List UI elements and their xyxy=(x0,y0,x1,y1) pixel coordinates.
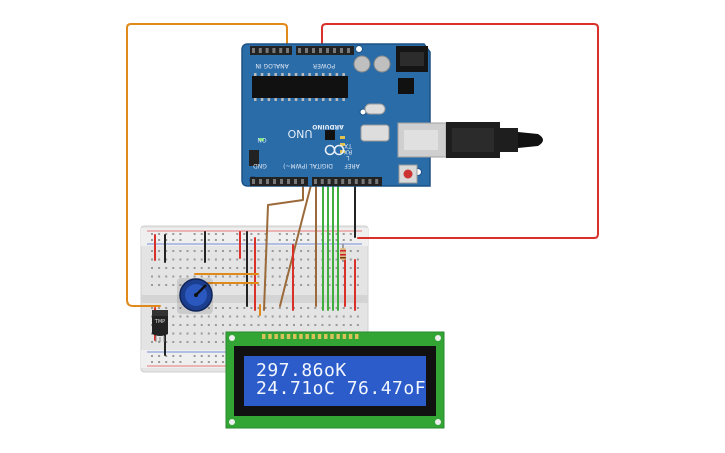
lcd-screen xyxy=(244,356,426,406)
label-rx: RX xyxy=(344,148,352,155)
label-power: POWER xyxy=(313,62,335,69)
power-header[interactable] xyxy=(296,46,354,55)
label-l: L xyxy=(346,154,350,161)
board-name: UNO xyxy=(287,127,312,140)
sensor-label: TMP xyxy=(154,319,165,325)
temperature-sensor[interactable]: TMP xyxy=(152,310,168,342)
label-digital: DIGITAL (PWM~) xyxy=(283,162,333,169)
wire-brown-extra[interactable] xyxy=(263,184,304,311)
usb-connector[interactable] xyxy=(397,122,543,158)
wire-brown-en[interactable] xyxy=(279,184,312,307)
capacitor xyxy=(373,55,391,73)
board-brand: ARDUINO xyxy=(312,123,343,130)
arduino-logo-icon xyxy=(324,144,345,156)
lcd-line-2: 24.71oC 76.47oF xyxy=(256,378,427,399)
microcontroller-chip xyxy=(252,76,348,98)
potentiometer[interactable] xyxy=(177,278,213,314)
lcd-line-1: 297.86oK xyxy=(256,360,347,381)
lcd-module[interactable] xyxy=(225,331,445,429)
label-gnd: GND xyxy=(253,162,267,169)
resistor[interactable] xyxy=(340,244,346,262)
reset-button[interactable] xyxy=(398,164,418,184)
label-aref: AREF xyxy=(344,162,360,169)
label-analog-in: ANALOG IN xyxy=(255,62,288,69)
label-tx: TX xyxy=(344,142,353,149)
digital-header-left[interactable] xyxy=(250,177,308,186)
label-on: ON xyxy=(257,136,266,143)
arduino-uno-board[interactable]: UNO ARDUINO DIGITAL (PWM~) ON TX RX L GN… xyxy=(241,43,431,187)
digital-header-right[interactable] xyxy=(312,177,382,186)
capacitor xyxy=(353,55,371,73)
analog-header[interactable] xyxy=(250,46,292,55)
wire-orange-a0[interactable] xyxy=(126,23,288,307)
wires xyxy=(126,23,599,356)
wire-red-5v[interactable] xyxy=(321,23,599,239)
